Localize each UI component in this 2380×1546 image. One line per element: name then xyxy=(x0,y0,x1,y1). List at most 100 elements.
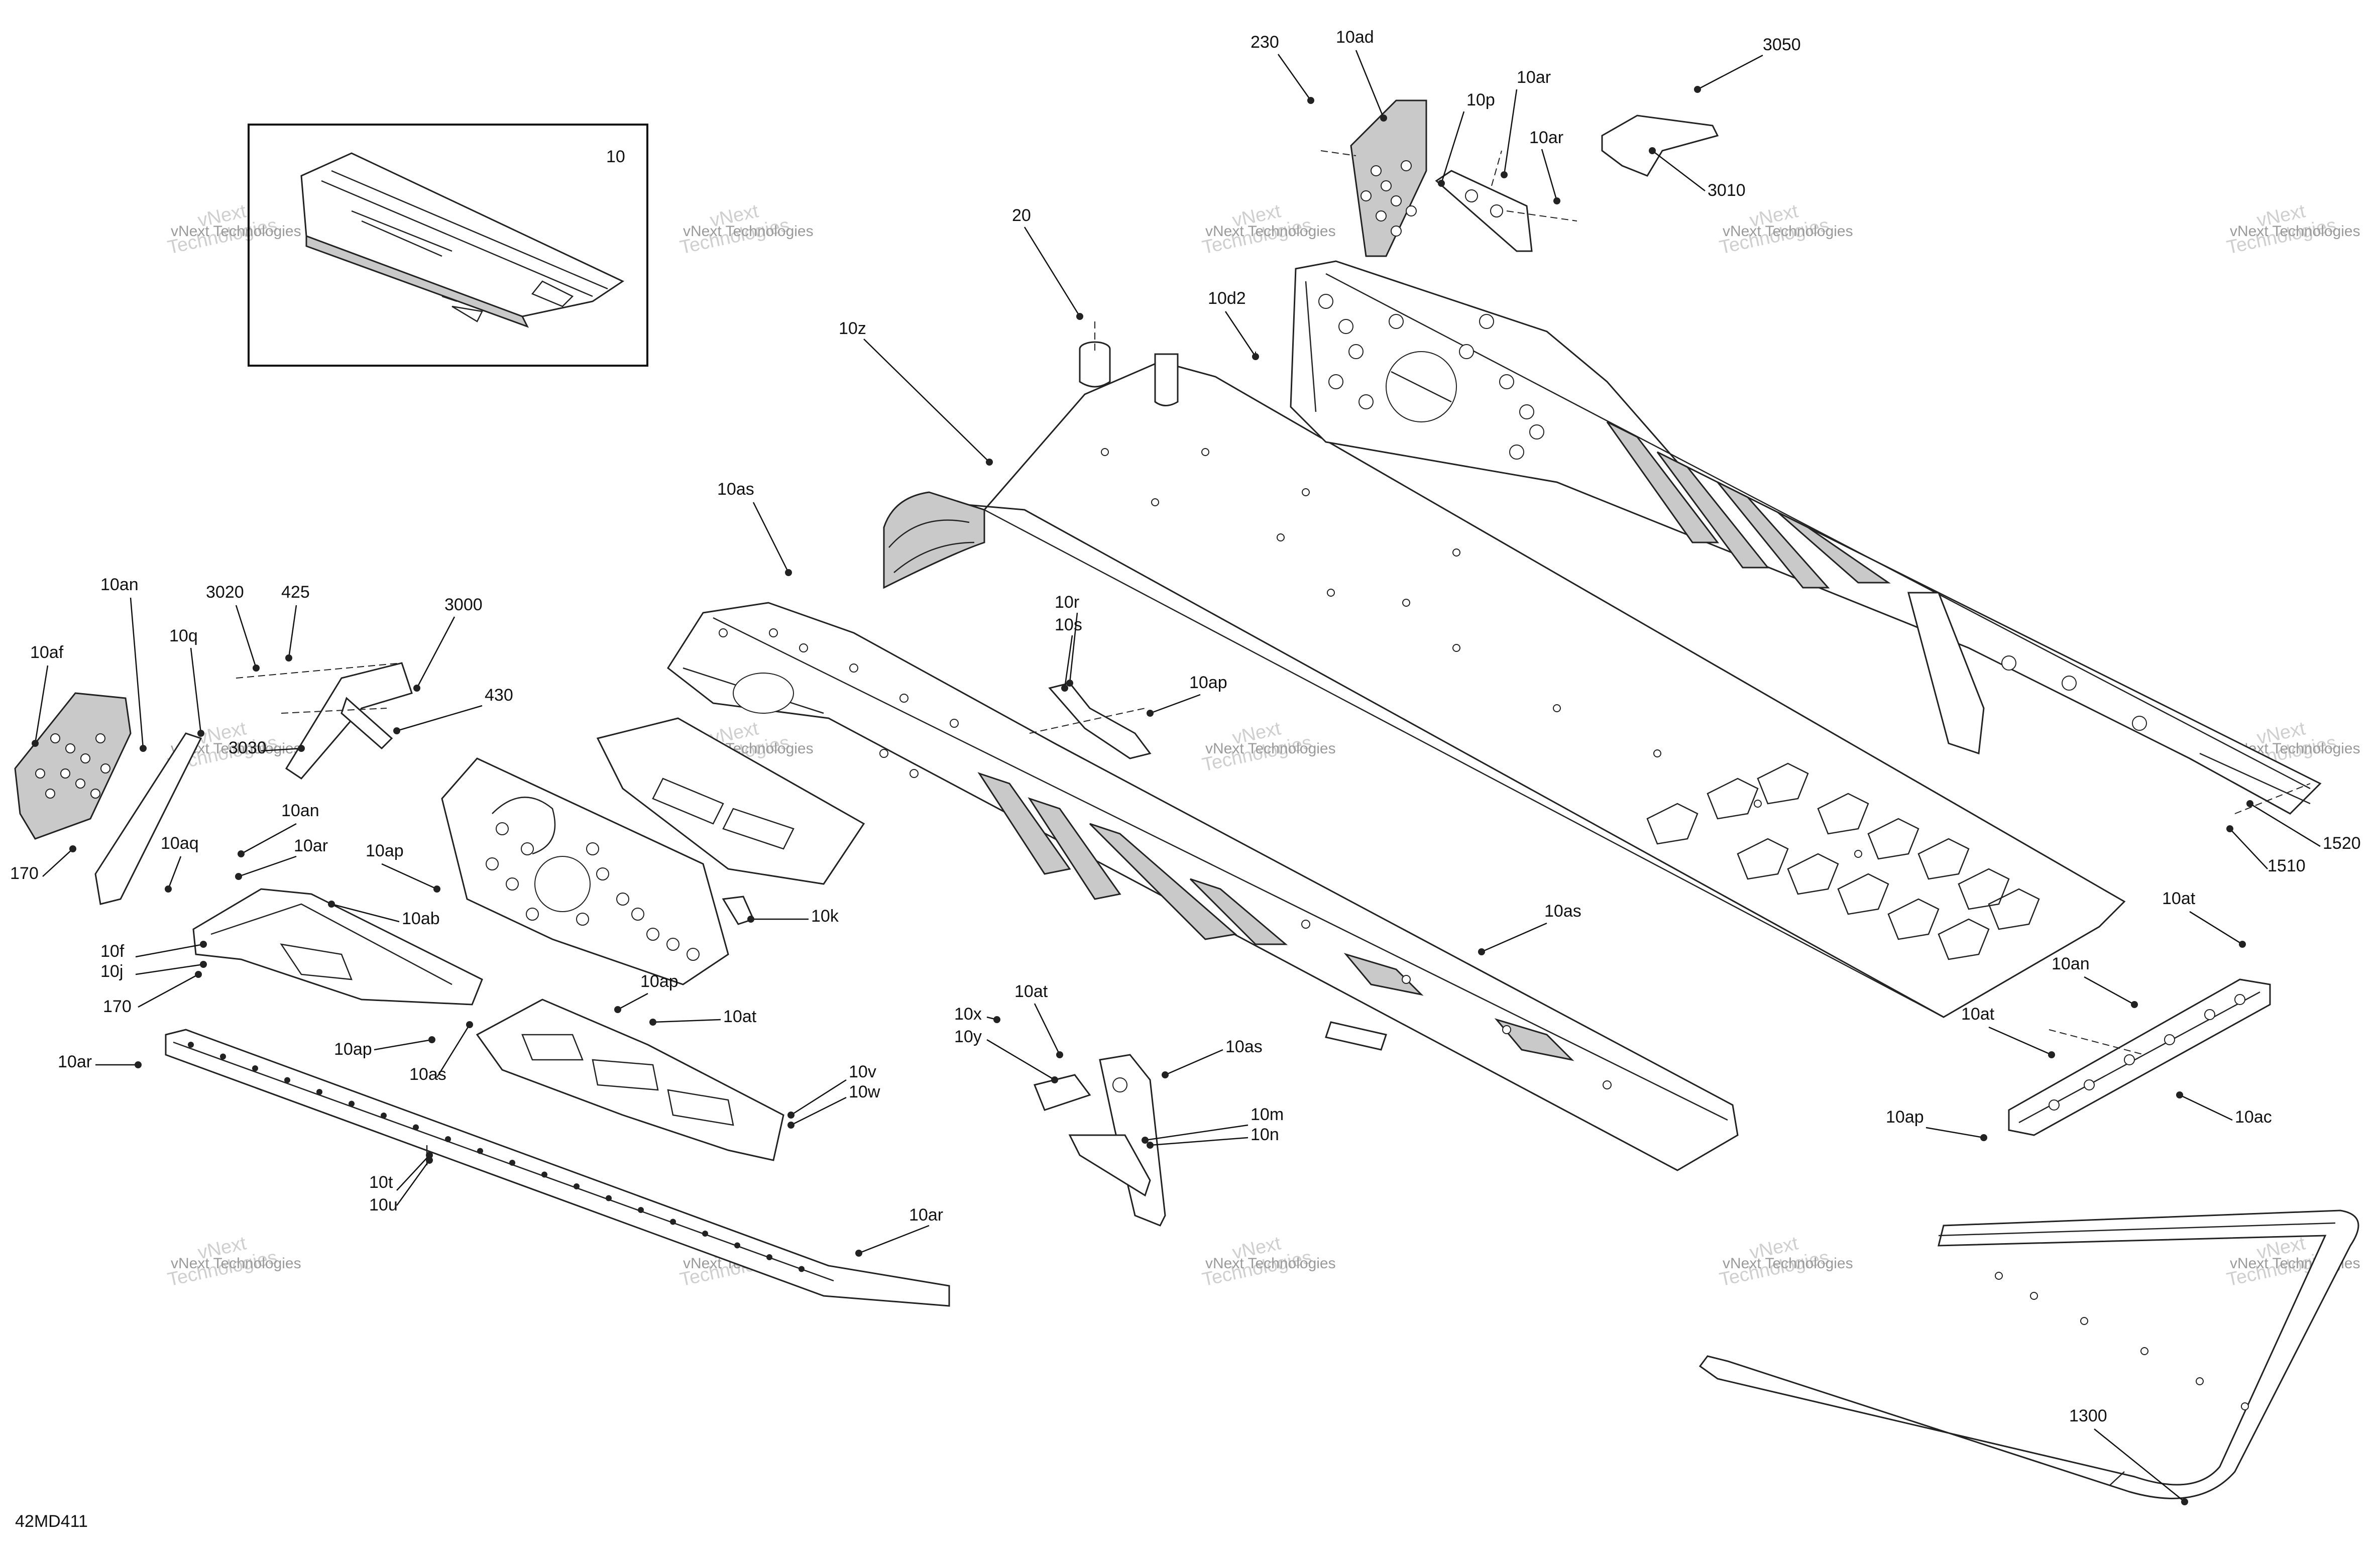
callout-label: 10at xyxy=(1961,1005,1995,1024)
callout-label: 10ab xyxy=(402,909,440,928)
hole xyxy=(2001,655,2016,671)
callout-label: 1510 xyxy=(2268,856,2306,875)
fastener xyxy=(426,1152,433,1159)
fastener xyxy=(1501,171,1508,178)
watermark-small: vNext Technologies xyxy=(171,223,301,240)
callout-label: 10an xyxy=(100,575,139,594)
hole xyxy=(586,842,599,855)
fastener xyxy=(2176,1091,2183,1098)
hole xyxy=(1201,448,1209,456)
leader-line xyxy=(135,943,204,958)
hole xyxy=(1854,850,1862,858)
fastener xyxy=(2239,941,2246,948)
callout-label: 10k xyxy=(811,907,839,926)
board-bolt xyxy=(606,1195,612,1201)
leader-line xyxy=(2179,1094,2233,1121)
leader-line xyxy=(2249,803,2321,847)
panel-cutout xyxy=(1737,838,1789,880)
fastener xyxy=(1694,86,1701,93)
fastener xyxy=(253,665,260,672)
hole xyxy=(1406,205,1417,216)
fastener xyxy=(855,1250,862,1257)
leader-line xyxy=(167,856,182,890)
hole xyxy=(1371,165,1382,176)
hole xyxy=(1327,589,1335,597)
callout-label: 10ap xyxy=(334,1040,372,1059)
bracket-10x-10y xyxy=(1033,1074,1091,1111)
callout-label: 10ad xyxy=(1336,28,1374,47)
board-bolt xyxy=(381,1113,387,1119)
fastener xyxy=(1076,313,1083,320)
hole xyxy=(521,842,534,855)
callout-label: 10an xyxy=(281,801,319,820)
hole xyxy=(2049,1099,2060,1111)
hole xyxy=(1529,424,1544,439)
hole xyxy=(1151,498,1159,506)
leader-line xyxy=(1988,1026,2052,1056)
callout-label: 3000 xyxy=(444,595,483,614)
fastener xyxy=(433,886,440,893)
leader-line xyxy=(790,1096,847,1126)
center-mounting-plate xyxy=(441,757,755,985)
fastener xyxy=(1147,1142,1154,1149)
panel-cutout xyxy=(1938,918,1990,960)
watermark-small: vNext Technologies xyxy=(1723,223,1853,240)
callout-label: 10y xyxy=(954,1027,982,1046)
hole xyxy=(2241,1402,2249,1410)
fastener xyxy=(235,873,242,880)
hole xyxy=(687,948,700,961)
hole xyxy=(1328,374,1343,389)
leader-line xyxy=(1064,635,1073,689)
leader-line xyxy=(2229,828,2268,869)
leader-line xyxy=(42,848,73,877)
hole xyxy=(2080,1317,2088,1325)
callout-label: 10j xyxy=(100,962,123,981)
hole xyxy=(1358,394,1374,409)
fastener xyxy=(200,941,207,948)
fastener xyxy=(197,730,204,737)
callout-label: 10p xyxy=(1466,90,1495,109)
fastener xyxy=(1649,147,1656,154)
hole xyxy=(1101,448,1109,456)
fastener xyxy=(165,886,172,893)
center-frame-bracket xyxy=(476,999,784,1161)
hole xyxy=(1509,445,1524,460)
hole xyxy=(1318,294,1333,309)
board-bolt xyxy=(316,1089,322,1095)
panel-cutout xyxy=(1867,818,1919,860)
fastener xyxy=(413,685,420,692)
hole xyxy=(486,857,499,870)
leader-line xyxy=(1034,1003,1061,1055)
hole xyxy=(95,733,105,743)
hole xyxy=(616,893,629,906)
callout-label: 10ar xyxy=(909,1205,943,1225)
fastener xyxy=(426,1157,433,1164)
leader-line xyxy=(863,339,990,463)
panel-cutout xyxy=(1837,873,1889,915)
hole xyxy=(2140,1347,2148,1355)
leader-line xyxy=(396,1155,430,1191)
hole xyxy=(1301,920,1310,929)
fastener xyxy=(285,654,292,661)
leader-line xyxy=(135,963,204,975)
callout-label: 3010 xyxy=(1708,181,1746,200)
board-bolt xyxy=(220,1053,226,1060)
hole xyxy=(65,743,75,753)
fastener xyxy=(135,1061,142,1068)
board-bolt xyxy=(477,1148,483,1154)
hole xyxy=(1502,1025,1511,1034)
fastener xyxy=(2131,1001,2138,1008)
leader-line xyxy=(1145,1124,1249,1141)
fastener xyxy=(785,569,792,576)
leader-line xyxy=(752,502,789,573)
callout-label: 425 xyxy=(281,583,310,602)
leader-line xyxy=(2189,911,2243,945)
callout-label: 10s xyxy=(1055,615,1082,634)
hole xyxy=(1499,374,1514,389)
hole xyxy=(35,768,45,779)
